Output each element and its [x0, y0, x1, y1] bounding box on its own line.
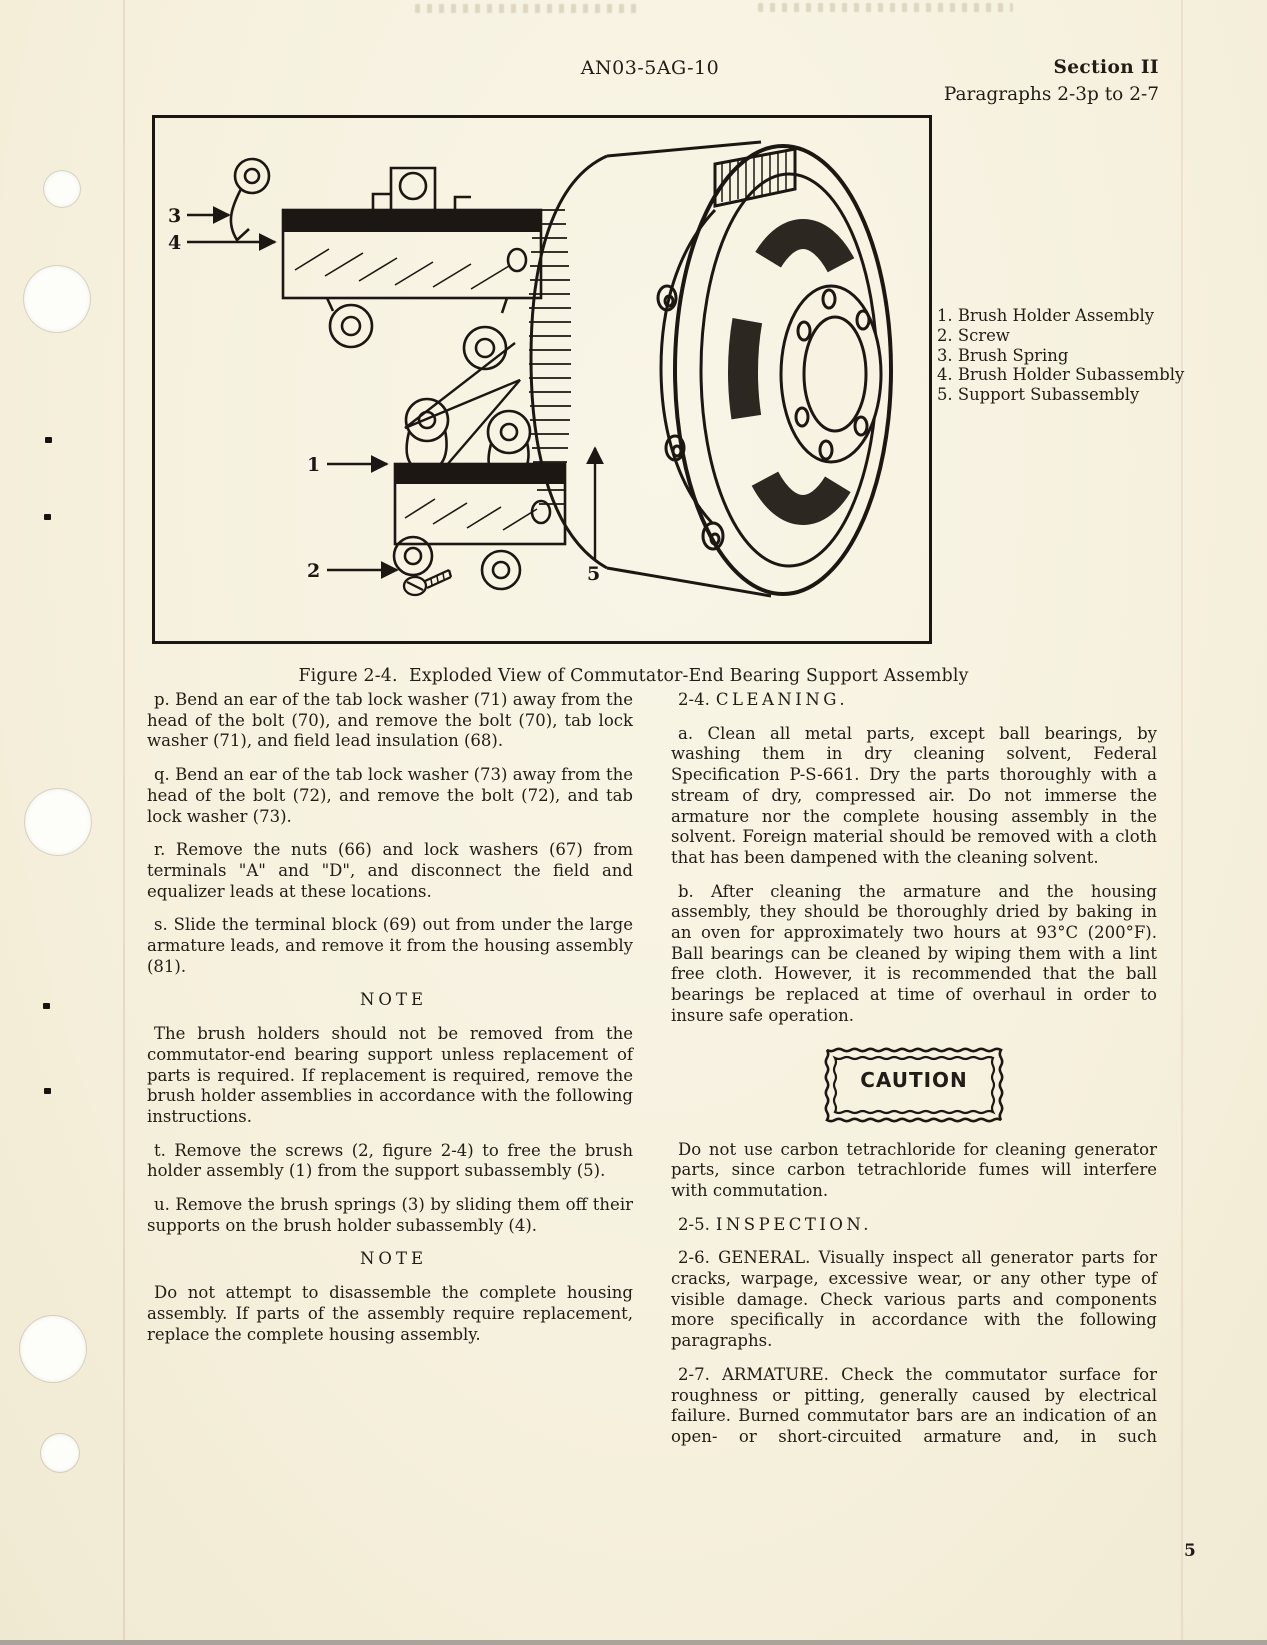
callout-1: 1 — [307, 454, 320, 476]
caution-box: CAUTION — [671, 1047, 1157, 1123]
left-column: p. Bend an ear of the tab lock washer (7… — [147, 690, 633, 1358]
paragraph-s: s. Slide the terminal block (69) out fro… — [147, 915, 633, 976]
section-label: Section II — [1053, 57, 1159, 78]
punch-hole — [24, 266, 90, 332]
paragraph-r: r. Remove the nuts (66) and lock washers… — [147, 840, 633, 901]
paper-crease — [1181, 0, 1183, 1645]
note-heading: NOTE — [359, 1249, 427, 1269]
punch-hole — [44, 171, 80, 207]
section-heading-2-4: 2-4. CLEANING. — [671, 690, 1157, 711]
heading-number: 2-4. — [678, 690, 710, 709]
doc-number: AN03-5AG-10 — [580, 57, 720, 79]
screw-drawing — [402, 568, 453, 597]
figure-caption: Figure 2-4. Exploded View of Commutator-… — [298, 666, 969, 686]
legend-item: 2. Screw — [937, 325, 1010, 345]
exploded-view-illustration: 3 4 1 2 5 — [168, 140, 893, 598]
scan-mark — [45, 437, 52, 443]
legend-item: 4. Brush Holder Subassembly — [937, 365, 1185, 385]
figure-2-4-box: 3 4 1 2 5 — [152, 115, 932, 644]
paragraph-p: p. Bend an ear of the tab lock washer (7… — [147, 690, 633, 751]
punch-hole — [25, 789, 91, 855]
scan-mark — [44, 1088, 51, 1094]
punch-hole — [41, 1434, 79, 1472]
caution-wavy-border — [824, 1047, 1004, 1123]
note-body: The brush holders should not be removed … — [147, 1024, 633, 1126]
callout-3: 3 — [168, 205, 181, 227]
brush-holder-assembly-drawing — [392, 397, 567, 591]
legend-item: 5. Support Subassembly — [937, 385, 1140, 405]
paragraph-q: q. Bend an ear of the tab lock washer (7… — [147, 765, 633, 826]
paragraph-u: u. Remove the brush springs (3) by slidi… — [147, 1195, 633, 1235]
caution-body: Do not use carbon tetrachloride for clea… — [671, 1139, 1157, 1200]
scan-edge-shadow — [0, 1640, 1267, 1645]
note-body: Do not attempt to disassemble the comple… — [147, 1283, 633, 1344]
legend-item: 3. Brush Spring — [937, 345, 1069, 365]
brush-holder-subassembly-drawing — [229, 157, 543, 371]
callout-2: 2 — [307, 560, 320, 582]
paragraph-b: b. After cleaning the armature and the h… — [671, 881, 1157, 1025]
paragraph-t: t. Remove the screws (2, figure 2-4) to … — [147, 1140, 633, 1181]
scan-mark — [44, 514, 51, 520]
page-number: 5 — [1184, 1541, 1196, 1561]
scan-mark — [43, 1003, 50, 1009]
paragraph-2-6: 2-6. GENERAL. Visually inspect all gener… — [671, 1248, 1157, 1351]
paragraph-a: a. Clean all metal parts, except ball be… — [671, 723, 1157, 867]
paragraph-2-7: 2-7. ARMATURE. Check the commutator surf… — [671, 1364, 1157, 1446]
paper-crease — [123, 0, 125, 1645]
section-heading-2-5: 2-5.INSPECTION. — [671, 1215, 1157, 1236]
housing-drawing — [529, 140, 893, 598]
heading-word: CLEANING. — [715, 690, 849, 709]
figure-callouts: 3 4 1 2 5 — [168, 205, 604, 585]
callout-5: 5 — [587, 563, 600, 585]
bleedthrough-mark — [415, 4, 640, 13]
callout-4: 4 — [168, 232, 181, 254]
right-column: 2-4. CLEANING. a. Clean all metal parts, … — [671, 690, 1157, 1461]
heading-number: 2-5. — [678, 1214, 710, 1234]
bleedthrough-mark — [758, 3, 1013, 12]
caution-label: CAUTION — [860, 1067, 968, 1092]
header-right: Section II Paragraphs 2-3p to 2-7 — [944, 54, 1159, 108]
leader-zigzag — [404, 342, 521, 474]
paragraph-range: Paragraphs 2-3p to 2-7 — [943, 84, 1159, 105]
punch-hole — [20, 1316, 86, 1382]
heading-word: INSPECTION. — [715, 1214, 873, 1234]
note-heading: NOTE — [359, 990, 427, 1010]
legend-item: 1. Brush Holder Assembly — [937, 306, 1154, 325]
figure-legend: 1. Brush Holder Assembly 2. Screw 3. Bru… — [937, 306, 1184, 405]
